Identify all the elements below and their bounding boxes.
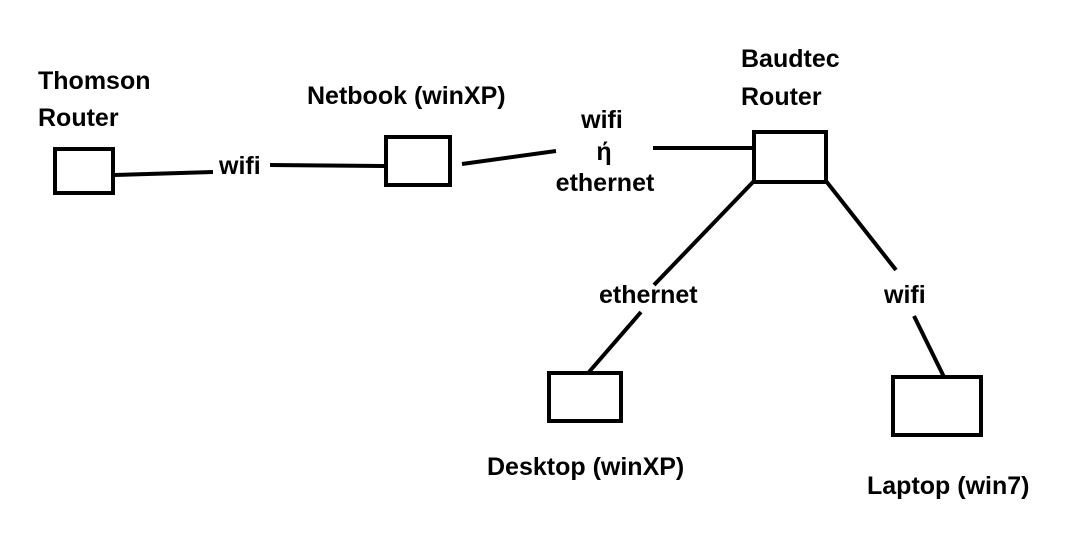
netbook-label: Netbook (winXP) <box>307 82 506 110</box>
thomson-router-box <box>53 147 115 195</box>
baudtec-router-label-line1: Baudtec <box>741 45 840 73</box>
link-netbook-baudtec-left-segment <box>461 149 557 166</box>
link-baudtec-laptop-lower-segment <box>912 315 946 378</box>
link-baudtec-desktop-upper-segment <box>652 179 756 287</box>
laptop-label: Laptop (win7) <box>867 472 1029 500</box>
link-baudtec-laptop-upper-segment <box>824 179 898 272</box>
link-thomson-netbook-label: wifi <box>218 152 261 180</box>
link-thomson-netbook-right-segment <box>269 163 387 168</box>
link-netbook-baudtec-label-line3: ethernet <box>556 169 655 197</box>
baudtec-router-box <box>752 130 828 184</box>
thomson-router-label-line1: Thomson <box>38 67 151 95</box>
laptop-box <box>891 375 983 437</box>
link-netbook-baudtec-label-line1: wifi <box>580 106 623 134</box>
link-thomson-netbook-left-segment <box>113 170 214 177</box>
link-baudtec-desktop-label: ethernet <box>599 281 698 309</box>
netbook-box <box>384 135 452 187</box>
link-baudtec-desktop-lower-segment <box>587 310 643 374</box>
desktop-label: Desktop (winXP) <box>487 453 684 481</box>
baudtec-router-label-line2: Router <box>741 83 822 111</box>
desktop-box <box>547 371 623 423</box>
link-netbook-baudtec-label-line2: ή <box>596 138 611 166</box>
thomson-router-label-line2: Router <box>38 104 119 132</box>
link-baudtec-laptop-label: wifi <box>883 281 926 309</box>
